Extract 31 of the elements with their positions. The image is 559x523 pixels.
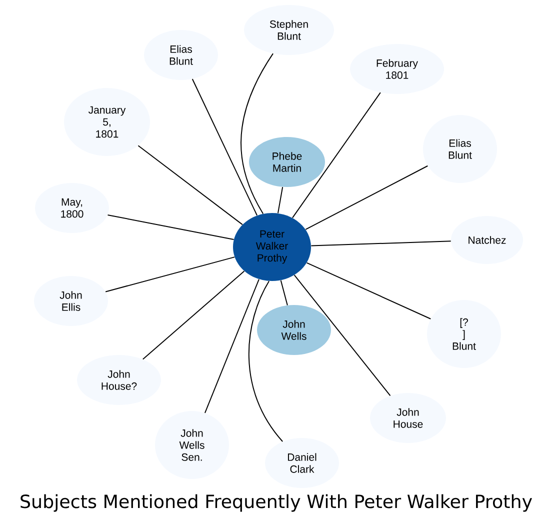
- connector-line: [142, 270, 245, 360]
- connector-line: [105, 256, 236, 292]
- ellipse-node: John House: [370, 393, 446, 443]
- ellipse-node: Phebe Martin: [249, 137, 325, 187]
- ellipse-node: Elias Blunt: [423, 115, 497, 183]
- connector-line: [277, 186, 284, 214]
- ellipse-node: John Wells Sen.: [155, 411, 229, 479]
- ellipse-node: Stephen Blunt: [244, 5, 334, 55]
- connector-line: [107, 214, 234, 240]
- connector-line: [292, 92, 381, 218]
- ellipse-node: [? ] Blunt: [427, 300, 501, 368]
- ellipse-node: John Ellis: [34, 276, 108, 326]
- connector-line: [248, 280, 284, 442]
- connector-line: [306, 262, 432, 320]
- connector-line: [305, 165, 428, 230]
- ellipse-node: John Wells: [257, 305, 331, 355]
- connector-line: [192, 78, 258, 216]
- connector-line: [310, 240, 452, 246]
- ellipse-node: May, 1800: [35, 183, 109, 233]
- connector-line: [280, 280, 288, 306]
- ellipse-node: February 1801: [350, 44, 444, 94]
- ellipse-node: John House?: [77, 355, 161, 405]
- title: Subjects Mentioned Frequently With Peter Walker Prothy: [20, 494, 532, 512]
- ellipse-node: January 5, 1801: [64, 88, 150, 156]
- ellipse-node: Daniel Clark: [265, 438, 339, 488]
- connector-line: [204, 278, 260, 414]
- connector-line: [138, 145, 243, 226]
- connector-line: [240, 53, 274, 214]
- ellipse-node: Natchez: [451, 216, 523, 264]
- connector-line: [294, 274, 391, 396]
- ellipse-node: Elias Blunt: [144, 30, 218, 80]
